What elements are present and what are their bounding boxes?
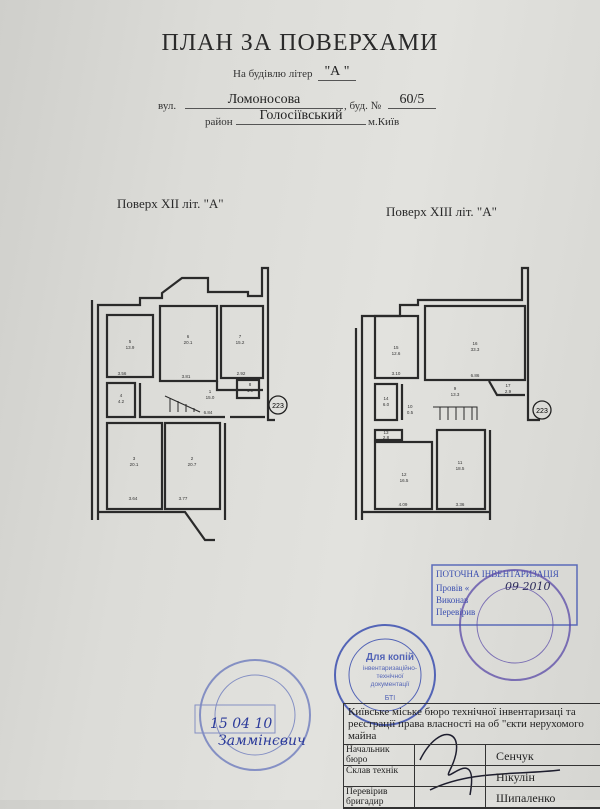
room-area: 18.5 <box>456 466 465 471</box>
floor-13-heading: Поверх XIII літ. "А" <box>386 204 497 219</box>
floor-13-plan <box>354 266 540 520</box>
copy-stamp-seal: Для копій інвентаризаційно- технічної до… <box>334 624 436 726</box>
room-area: 13.3 <box>451 392 460 397</box>
room-no: 14 <box>383 396 389 401</box>
round-seal-left <box>194 659 311 771</box>
room-area: 1.9 <box>247 388 254 393</box>
copy-stamp-text: Для копій <box>366 652 414 663</box>
room-no: 8 <box>249 382 252 387</box>
room-no: 13 <box>383 430 389 435</box>
district-label: район <box>205 116 233 128</box>
room-area: 20.7 <box>188 462 197 467</box>
handwritten-name: Заммінєвич <box>218 733 306 749</box>
room-no: 6 <box>187 334 190 339</box>
dimension: 6.86 <box>471 373 480 378</box>
room-area: 20.1 <box>184 340 193 345</box>
room-area: 13.9 <box>126 345 135 350</box>
room-no: 2 <box>191 456 194 461</box>
signoff-signature-cell <box>415 745 486 765</box>
inventory-stamp-line: Перевірив <box>436 607 475 617</box>
signoff-table: Київське міське бюро технічної інвентари… <box>343 703 600 809</box>
city-label: м.Київ <box>368 116 400 128</box>
room-no: 7 <box>239 334 242 339</box>
dimension: 6.84 <box>204 410 213 415</box>
signoff-name: Сенчук <box>496 749 534 763</box>
dimension: 4.09 <box>399 502 408 507</box>
page-title: ПЛАН ЗА ПОВЕРХАМИ <box>161 30 439 56</box>
building-value: "А " <box>318 64 356 81</box>
dimension: 3.81 <box>182 374 191 379</box>
room-no: 1 <box>209 389 212 394</box>
copy-stamp-text: БТІ <box>385 695 396 702</box>
house-value: 60/5 <box>388 92 436 109</box>
signoff-signature-cell <box>415 787 486 807</box>
dimension: 3.36 <box>456 502 465 507</box>
room-area: 15.2 <box>236 340 245 345</box>
signoff-org: Київське міське бюро технічної інвентари… <box>344 704 600 745</box>
room-no: 4 <box>120 393 123 398</box>
inventory-stamp-title: ПОТОЧНА ІНВЕНТАРИЗАЦІЯ <box>436 569 559 579</box>
street-value: Ломоносова <box>185 92 343 109</box>
room-area: 2.9 <box>505 389 512 394</box>
room-no: 12 <box>401 472 407 477</box>
street-label: вул. <box>158 100 177 112</box>
floor-12-heading: Поверх XII літ. "А" <box>117 196 224 211</box>
room-area: 16.5 <box>400 478 409 483</box>
dimension: 3.64 <box>129 496 138 501</box>
inventory-stamp-line: Виконав <box>436 595 468 605</box>
room-area: 6.0 <box>383 402 390 407</box>
handwritten-date-right: 09 2010 <box>505 580 551 593</box>
room-no: 17 <box>505 383 511 388</box>
room-no: 16 <box>472 341 478 346</box>
floor-13-badge <box>532 400 552 420</box>
round-seal-right <box>459 569 571 681</box>
building-label: На будівлю літер <box>233 68 313 80</box>
signoff-row: Начальник бюро Сенчук <box>344 745 600 766</box>
copy-stamp-text: інвентаризаційно- <box>363 664 417 672</box>
room-no: 3 <box>133 456 136 461</box>
room-no: 5 <box>129 339 132 344</box>
inventory-stamp-line: Провів « <box>436 583 470 593</box>
dimension: 3.77 <box>179 496 188 501</box>
room-area: 2.8 <box>383 435 390 440</box>
room-no: 9 <box>454 386 457 391</box>
room-area: 20.1 <box>130 462 139 467</box>
district-value: Голосіївський <box>236 108 366 125</box>
floor-12-badge-text: 223 <box>272 403 284 410</box>
room-no: 11 <box>458 460 463 465</box>
house-label: , буд. № <box>344 100 382 112</box>
signoff-role: Начальник бюро <box>344 745 415 765</box>
room-area: 0.5 <box>407 410 414 415</box>
handwritten-date: 15 04 10 <box>210 716 272 732</box>
dimension: 3.10 <box>392 371 401 376</box>
room-no: 15 <box>393 345 399 350</box>
room-area: 33.3 <box>471 347 480 352</box>
signoff-name: Шипаленко <box>496 791 556 805</box>
signoff-name: Нікулін <box>496 770 535 784</box>
signoff-row: Перевірив бригадир Шипаленко <box>344 787 600 808</box>
signature <box>419 733 561 796</box>
floor-13-badge-text: 223 <box>536 408 548 415</box>
dimension: 3.56 <box>118 371 127 376</box>
inventory-stamp: ПОТОЧНА ІНВЕНТАРИЗАЦІЯ Провів « Виконав … <box>431 564 578 626</box>
floor-12-badge <box>268 395 288 415</box>
copy-stamp-text: технічної <box>376 672 403 680</box>
room-area: 12.6 <box>392 351 401 356</box>
room-area: 15.0 <box>206 395 215 400</box>
signoff-role: Перевірив бригадир <box>344 787 415 807</box>
copy-stamp-text: документації <box>371 680 410 688</box>
dimension: 2.92 <box>237 371 246 376</box>
room-no: 10 <box>407 404 413 409</box>
signoff-row: Склав технік Нікулін <box>344 766 600 787</box>
room-area: 4.2 <box>118 399 125 404</box>
signoff-signature-cell <box>415 766 486 786</box>
floor-12-plan <box>90 266 275 542</box>
signoff-role: Склав технік <box>344 766 415 786</box>
